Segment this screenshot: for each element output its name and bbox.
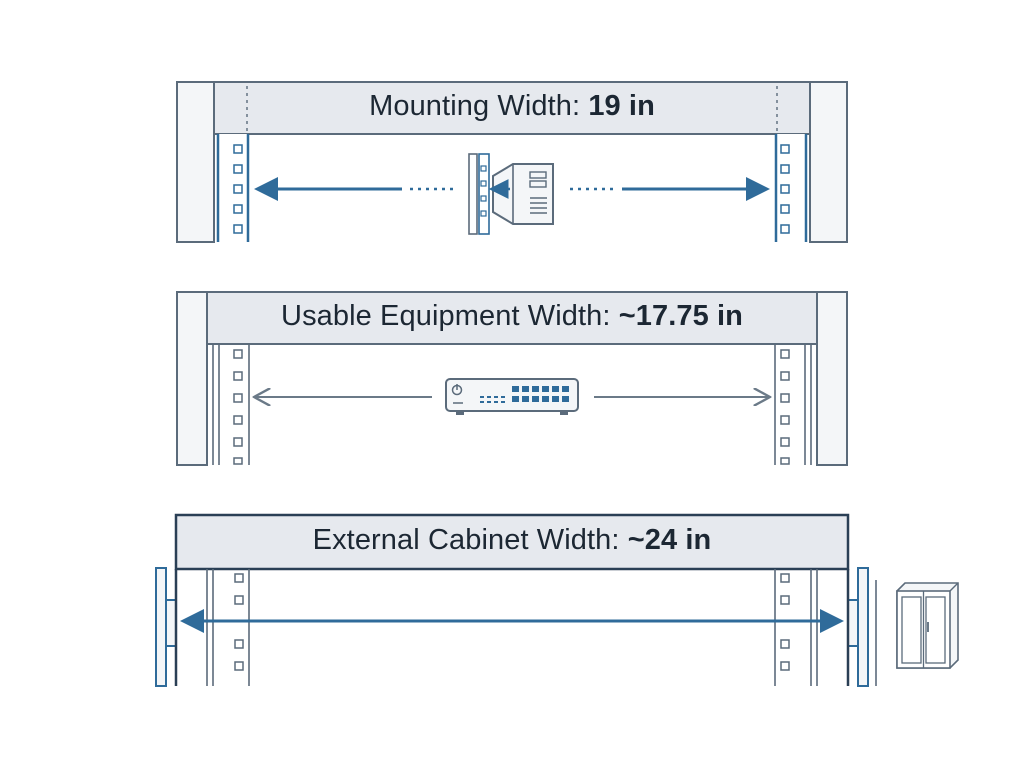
usable-width-label-text: Usable Equipment Width: [281, 300, 611, 332]
network-switch-icon [445, 378, 579, 415]
external-width-label-text: External Cabinet Width: [312, 524, 620, 556]
usable-width-label: Usable Equipment Width: ~17.75 in [207, 300, 817, 333]
external-width-value: ~24 in [627, 524, 712, 556]
external-width-label: External Cabinet Width: ~24 in [176, 524, 848, 557]
rack-cabinet-icon [896, 582, 959, 669]
mounting-width-label: Mounting Width: 19 in [215, 90, 809, 123]
usable-width-value: ~17.75 in [618, 300, 743, 332]
mounting-width-label-text: Mounting Width: [369, 90, 581, 122]
server-tower-icon [468, 153, 554, 235]
external-width-panel [155, 513, 959, 687]
mounting-width-value: 19 in [588, 90, 655, 122]
mounting-width-panel [176, 81, 848, 243]
usable-width-panel [176, 291, 848, 466]
